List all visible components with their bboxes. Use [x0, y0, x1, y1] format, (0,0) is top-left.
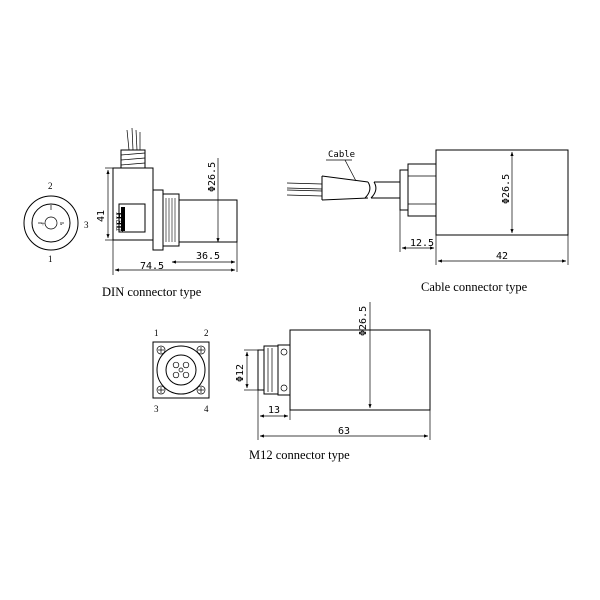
m12-dim-length: 63 — [338, 426, 350, 437]
m12-dim-connector: 13 — [268, 405, 280, 416]
m12-side-view — [257, 329, 431, 411]
m12-pin-2: 2 — [204, 328, 209, 338]
svg-text:ЛЕН: ЛЕН — [115, 212, 125, 232]
din-pin-3: 3 — [84, 220, 89, 230]
m12-pin-3: 3 — [154, 404, 159, 414]
cable-dim-diameter: Φ26.5 — [501, 174, 512, 204]
cable-caption: Cable connector type — [421, 280, 528, 294]
m12-dim-diameter: Φ26.5 — [358, 306, 369, 336]
m12-dim-plug: Φ12 — [235, 364, 246, 382]
m12-pin-4: 4 — [204, 404, 209, 414]
m12-end-view: 1 2 3 4 — [152, 328, 210, 414]
din-dimensions: 41 Φ26.5 36.5 74.5 — [96, 158, 238, 275]
din-end-view: + - 2 3 1 — [23, 181, 89, 264]
din-side-view: ЛЕН — [112, 127, 238, 251]
m12-pin-1: 1 — [154, 328, 159, 338]
din-pin-2: 2 — [48, 181, 53, 191]
din-dim-diameter: Φ26.5 — [207, 162, 218, 192]
cable-dim-length: 42 — [496, 251, 508, 262]
din-pin-1: 1 — [48, 254, 53, 264]
din-dim-body: 36.5 — [196, 251, 220, 262]
din-dim-height: 41 — [96, 210, 107, 222]
m12-dimensions: Φ12 Φ26.5 13 63 — [235, 302, 431, 440]
svg-text:+: + — [41, 220, 45, 228]
svg-text:-: - — [60, 220, 63, 228]
cable-dimensions: Φ26.5 12.5 42 — [399, 151, 569, 265]
cable-side-view: Cable — [286, 149, 569, 236]
cable-dim-gland: 12.5 — [410, 238, 434, 249]
din-dim-length: 74.5 — [140, 261, 164, 272]
cable-label: Cable — [328, 150, 355, 160]
din-caption: DIN connector type — [102, 285, 202, 299]
m12-caption: M12 connector type — [249, 448, 350, 462]
